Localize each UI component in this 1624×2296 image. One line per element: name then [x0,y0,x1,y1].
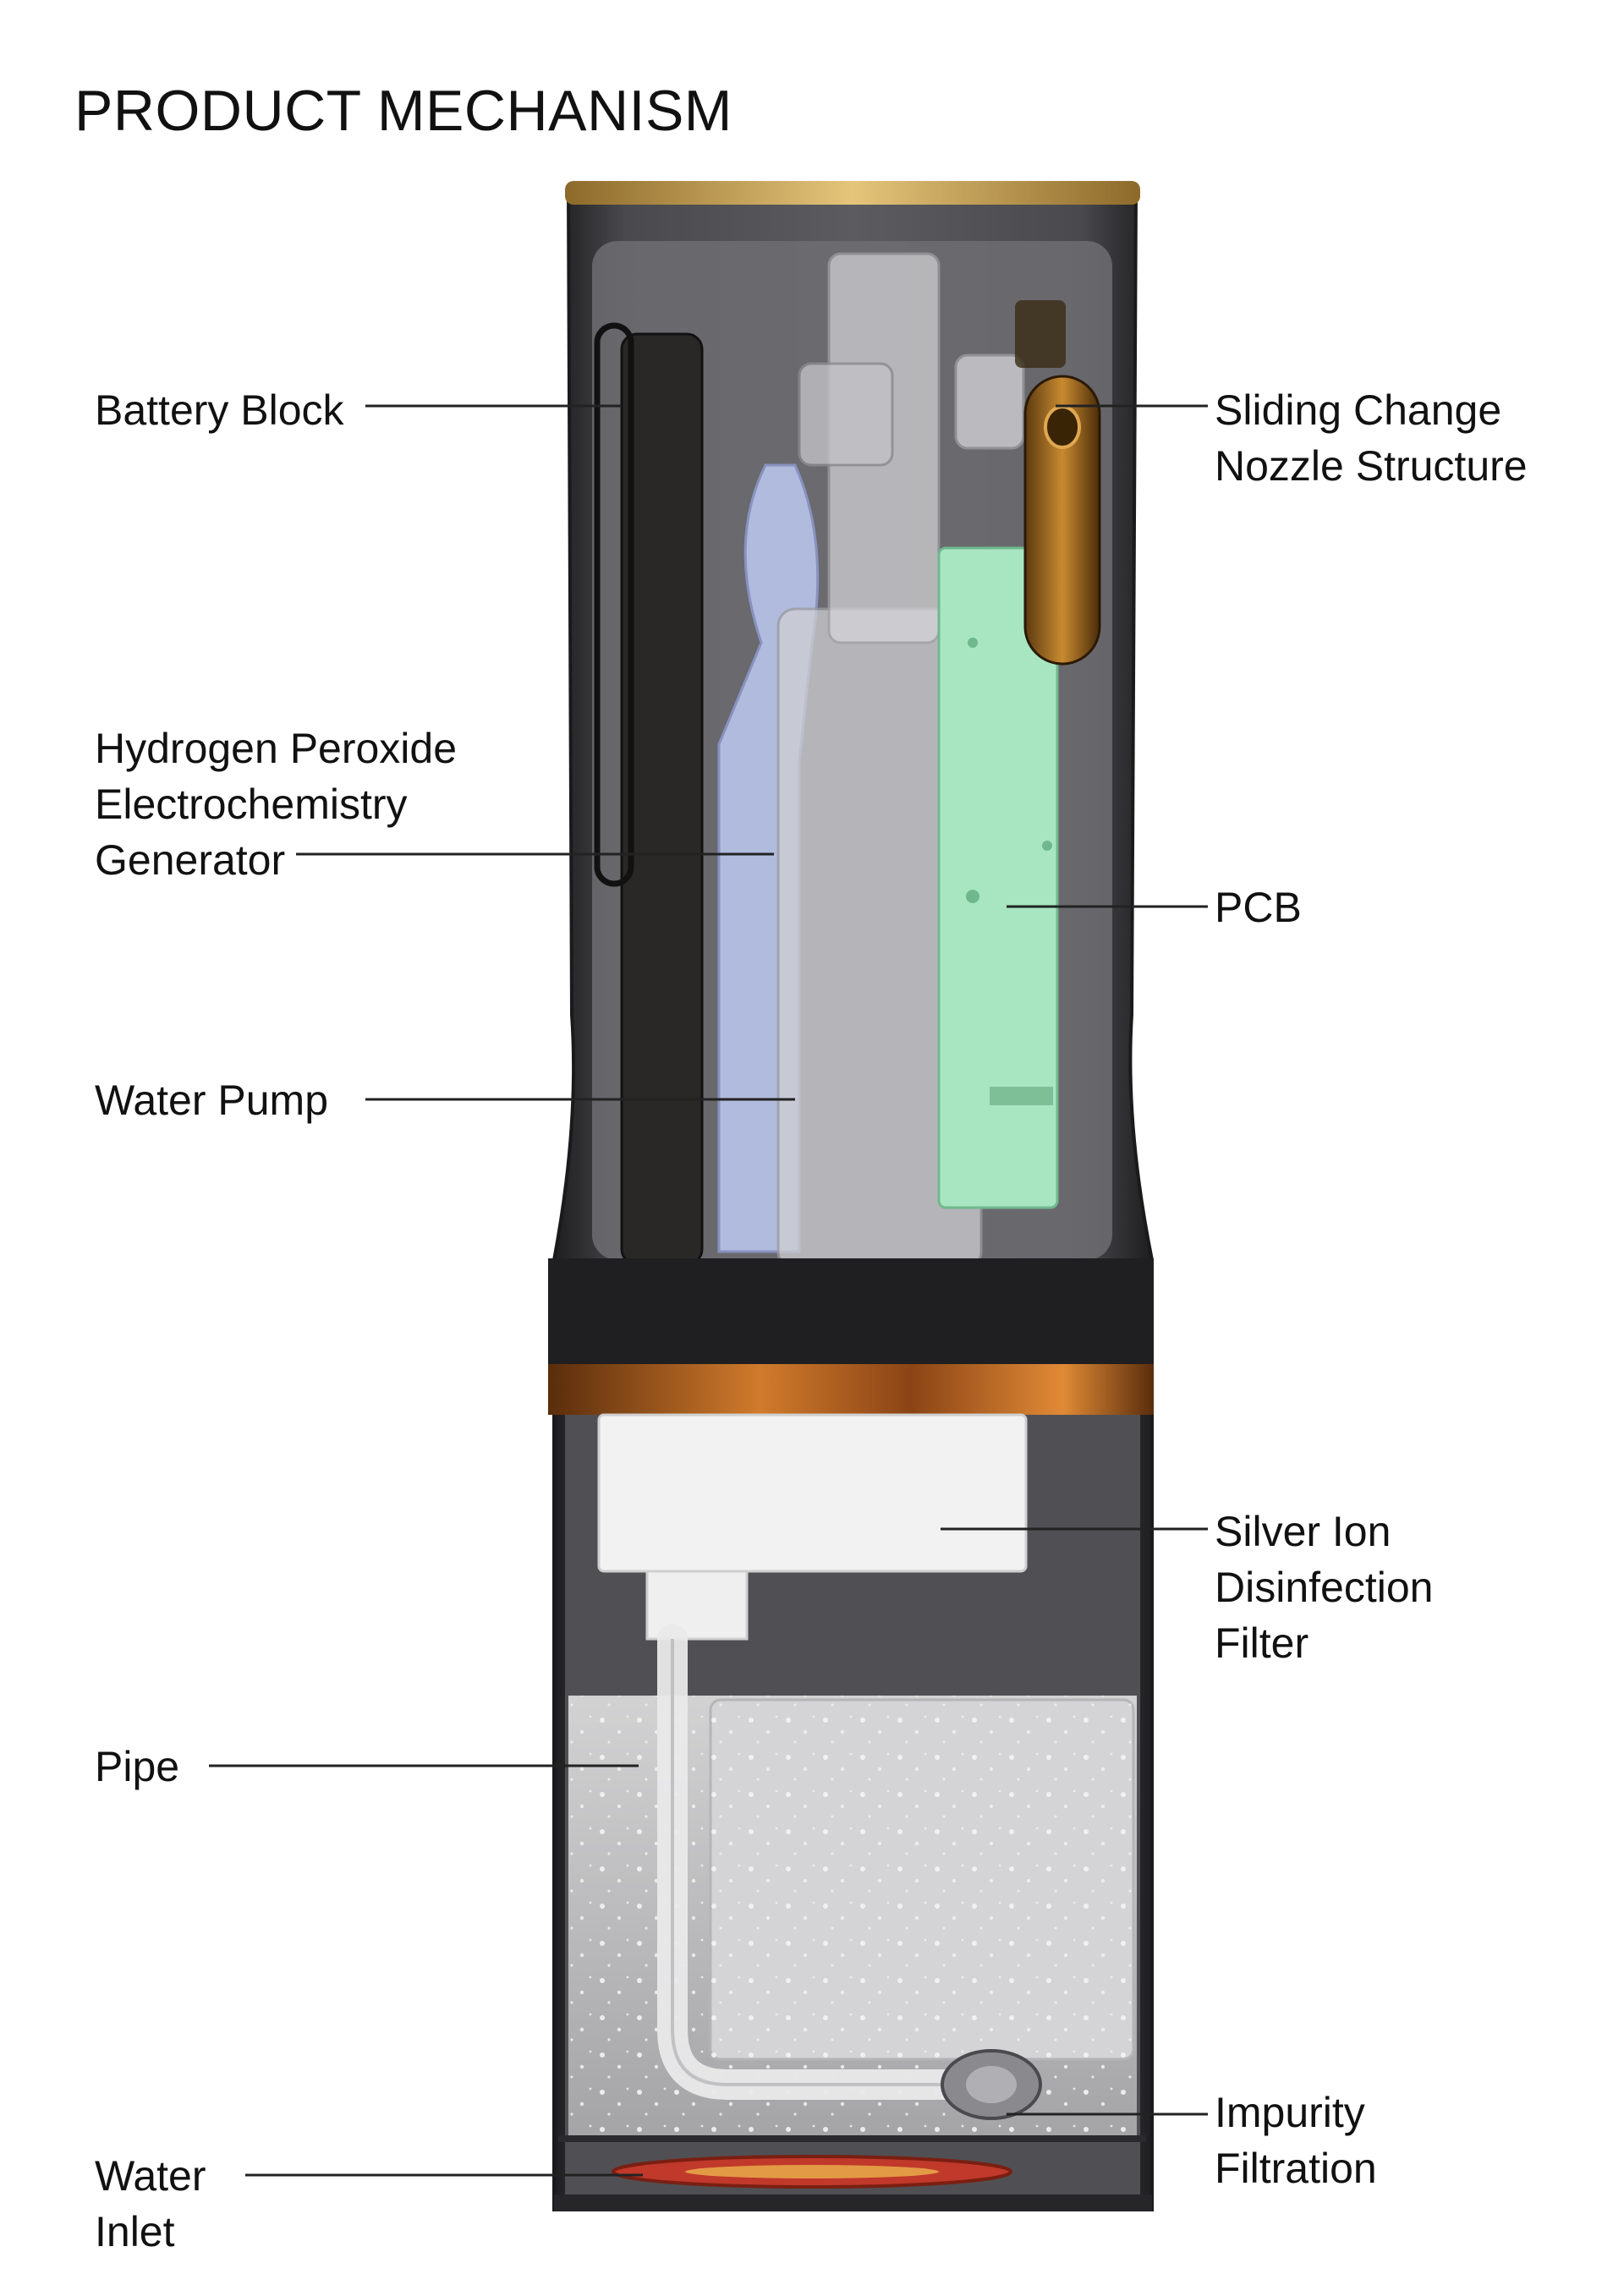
label-impurity-filtration: Impurity Filtration [1215,2089,1377,2192]
label-h2o2-generator: Hydrogen Peroxide Electrochemistry Gener… [95,725,458,884]
top-cap [565,181,1140,205]
silver-ion-filter [597,1413,1028,1573]
label-silver-ion-filter: Silver Ion Disinfection Filter [1215,1508,1434,1667]
label-sliding-nozzle: Sliding Change Nozzle Structure [1215,386,1528,490]
label-battery-block: Battery Block [95,386,344,434]
collar [548,1258,1154,1364]
label-pcb: PCB [1215,884,1302,931]
sliding-nozzle [1023,375,1101,666]
page-title: PRODUCT MECHANISM [74,79,732,143]
label-pipe: Pipe [95,1743,180,1790]
copper-band [548,1364,1154,1415]
label-water-pump: Water Pump [95,1077,329,1124]
pcb [937,546,1059,1209]
label-water-inlet: Water Inlet [95,2152,206,2255]
